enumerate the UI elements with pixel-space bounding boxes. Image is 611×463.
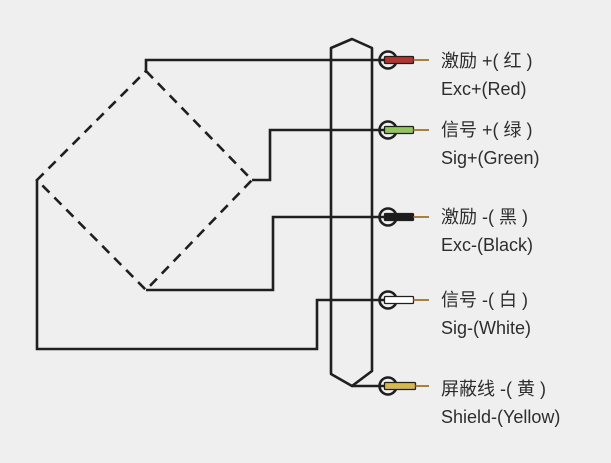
label-shield-cn: 屏蔽线 -( 黄 ) [441,379,546,399]
label-exc-plus: 激励 +( 红 ) Exc+(Red) [441,47,533,103]
label-shield: 屏蔽线 -( 黄 ) Shield-(Yellow) [441,375,560,431]
wheatstone-bridge-icon [35,69,254,292]
label-sig-plus-cn: 信号 +( 绿 ) [441,120,533,140]
terminal-sig-plus [378,120,429,140]
label-sig-minus-en: Sig-(White) [441,318,532,338]
label-sig-plus-en: Sig+(Green) [441,148,540,168]
label-shield-en: Shield-(Yellow) [441,407,561,427]
terminal-sig-minus [378,290,429,310]
label-sig-minus-cn: 信号 -( 白 ) [441,290,528,310]
cable-sheath-icon [329,37,374,388]
label-exc-plus-cn: 激励 +( 红 ) [441,51,533,71]
label-exc-plus-en: Exc+(Red) [441,79,527,99]
terminal-exc-plus [378,50,429,70]
label-exc-minus: 激励 -( 黑 ) Exc-(Black) [441,203,533,259]
wire-path-sig-plus [252,128,386,182]
wire-path-exc-plus [144,58,386,71]
label-exc-minus-en: Exc-(Black) [441,235,534,255]
wire-path-sig-minus [35,180,386,351]
terminal-shield [378,376,429,396]
label-exc-minus-cn: 激励 -( 黑 ) [441,207,528,227]
wire-path-exc-minus [146,215,386,292]
label-sig-plus: 信号 +( 绿 ) Sig+(Green) [441,116,540,172]
label-sig-minus: 信号 -( 白 ) Sig-(White) [441,286,531,342]
terminal-exc-minus [378,207,429,227]
